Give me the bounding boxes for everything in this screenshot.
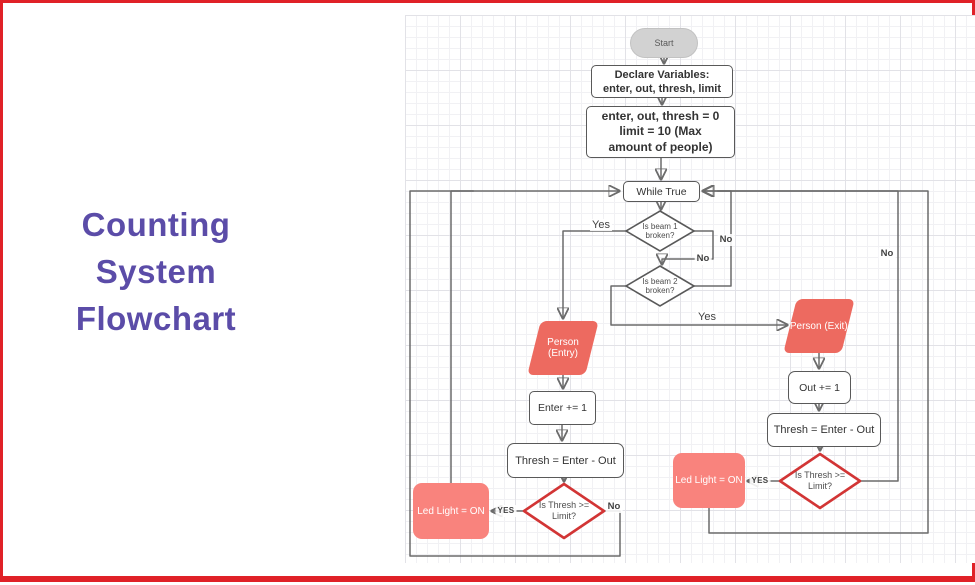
edge-label-beam1-no: No bbox=[694, 253, 712, 265]
while-true-node: While True bbox=[623, 181, 700, 202]
out-increment-label: Out += 1 bbox=[799, 381, 840, 394]
led-on-right-node: Led Light = ON bbox=[673, 453, 745, 508]
thresh-calc-right-label: Thresh = Enter - Out bbox=[773, 424, 875, 436]
led-on-left-label: Led Light = ON bbox=[417, 505, 485, 517]
edge-label-left-yes: YES bbox=[495, 505, 517, 517]
enter-increment-node: Enter += 1 bbox=[529, 391, 596, 425]
thresh-calc-right-node: Thresh = Enter - Out bbox=[767, 413, 881, 447]
thresh-check-left-shape bbox=[522, 482, 606, 540]
edge-label-beam2-yes: Yes bbox=[696, 311, 718, 323]
page-title-line: Flowchart bbox=[75, 300, 237, 337]
start-label: Start bbox=[654, 38, 674, 48]
beam2-decision-label: Is beam 2 broken? bbox=[642, 276, 678, 296]
edge-ledright-while bbox=[708, 190, 929, 534]
led-on-left-node: Led Light = ON bbox=[413, 483, 489, 539]
start-node: Start bbox=[630, 28, 698, 58]
edge-label-right-yes: YES bbox=[749, 475, 771, 487]
beam1-decision-shape bbox=[624, 210, 696, 252]
thresh-check-right-shape bbox=[778, 452, 862, 510]
person-exit-label: Person (Exit) bbox=[790, 320, 848, 332]
edge-label-right-no: No bbox=[878, 248, 896, 260]
page-title-line: Counting bbox=[81, 206, 231, 243]
thresh-check-right-label: Is Thresh >= Limit? bbox=[794, 470, 846, 491]
thresh-calc-left-node: Thresh = Enter - Out bbox=[507, 443, 624, 478]
thresh-calc-left-label: Thresh = Enter - Out bbox=[515, 454, 616, 467]
init-line: limit = 10 (Max bbox=[619, 124, 702, 139]
init-line: enter, out, thresh = 0 bbox=[601, 108, 720, 123]
out-increment-node: Out += 1 bbox=[788, 371, 851, 404]
page-title: Counting System Flowchart bbox=[31, 201, 281, 342]
declare-line: Declare Variables: bbox=[614, 68, 710, 81]
beam1-decision-label: Is beam 1 broken? bbox=[642, 221, 678, 241]
edge-label-beam1-yes: Yes bbox=[590, 219, 612, 231]
edge-label-left-no: No bbox=[605, 501, 623, 513]
edge-beam1-no bbox=[662, 230, 714, 263]
person-entry-label: Person (Entry) bbox=[547, 337, 579, 359]
declare-variables-node: Declare Variables: enter, out, thresh, l… bbox=[591, 65, 733, 98]
edge-beam1-yes bbox=[563, 230, 627, 317]
init-variables-node: enter, out, thresh = 0 limit = 10 (Max a… bbox=[586, 106, 735, 158]
connector-lines bbox=[409, 3, 929, 557]
init-line: amount of people) bbox=[608, 139, 713, 154]
beam2-decision-shape bbox=[624, 265, 696, 307]
while-true-label: While True bbox=[636, 185, 687, 198]
page-title-line: System bbox=[95, 253, 217, 290]
edge-ledleft-while bbox=[450, 190, 474, 484]
edge-beam2-yes bbox=[610, 285, 786, 325]
enter-increment-label: Enter += 1 bbox=[537, 402, 588, 414]
edge-label-beam2-no: No bbox=[717, 234, 735, 246]
declare-line: enter, out, thresh, limit bbox=[603, 82, 721, 95]
led-on-right-label: Led Light = ON bbox=[675, 475, 743, 486]
thresh-check-left-label: Is Thresh >= Limit? bbox=[538, 500, 590, 521]
